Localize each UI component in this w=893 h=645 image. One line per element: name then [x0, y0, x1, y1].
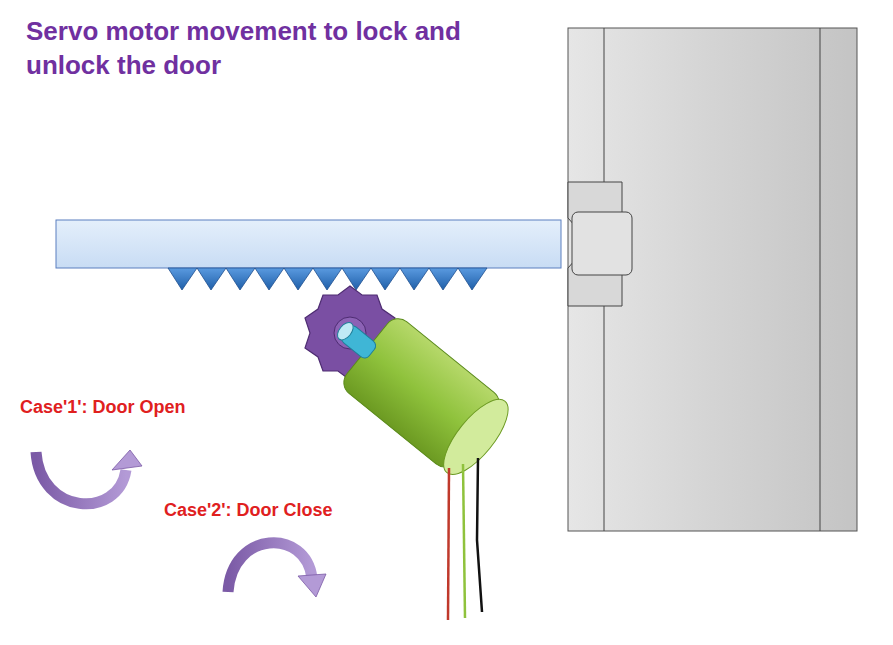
servo-motor [312, 292, 519, 484]
rotation-arrow [36, 450, 142, 504]
case-label: Case'1': Door Open [18, 396, 188, 418]
motor-wires [448, 458, 482, 620]
title: Servo motor movement to lock and unlock … [26, 14, 516, 82]
rotation-arrow [228, 543, 326, 597]
door [568, 28, 857, 531]
bolt-keeper [568, 182, 632, 306]
case-label: Case'2': Door Close [162, 499, 335, 521]
rack-bar [56, 220, 561, 290]
